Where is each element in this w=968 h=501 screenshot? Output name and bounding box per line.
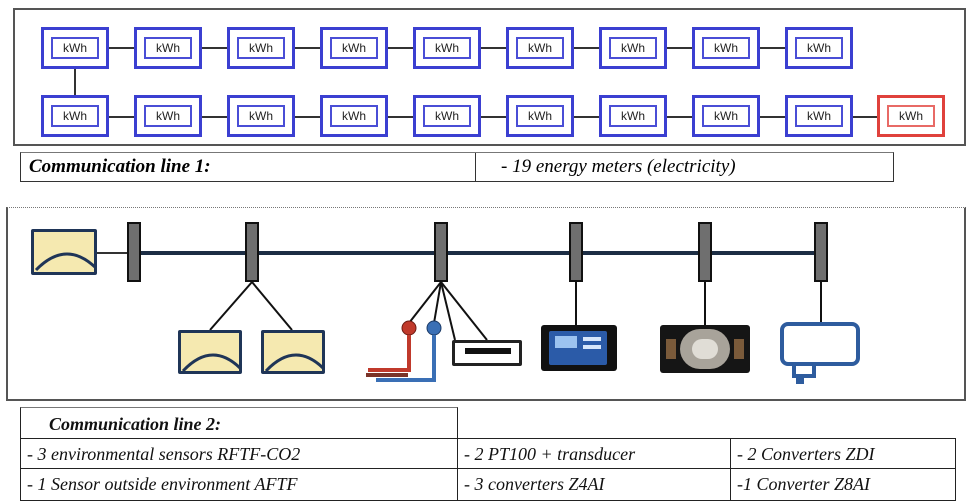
energy-meter: kWh xyxy=(227,27,295,69)
table-cell: - 2 Converters ZDI xyxy=(730,438,956,469)
energy-meter: kWh xyxy=(692,27,760,69)
energy-meter: kWh xyxy=(599,27,667,69)
bus-coupler xyxy=(569,222,583,282)
converter-z4ai-icon xyxy=(660,325,750,373)
energy-meter: kWh xyxy=(506,95,574,137)
energy-meter: kWh xyxy=(692,95,760,137)
meter-connector xyxy=(109,47,134,49)
energy-meter: kWh xyxy=(134,27,202,69)
meter-connector xyxy=(853,116,877,118)
caption-description: - 19 energy meters (electricity) xyxy=(501,156,736,177)
meter-connector xyxy=(388,116,413,118)
bus-coupler xyxy=(127,222,141,282)
meter-connector xyxy=(481,47,506,49)
row-link-connector xyxy=(74,69,76,95)
meter-connector xyxy=(202,47,227,49)
bus-coupler xyxy=(814,222,828,282)
energy-meter: kWh xyxy=(320,27,388,69)
energy-meter: kWh xyxy=(785,95,853,137)
meter-connector xyxy=(667,47,692,49)
meter-connector xyxy=(481,116,506,118)
energy-meter: kWh xyxy=(41,27,109,69)
energy-meter: kWh xyxy=(413,27,481,69)
transducer-icon xyxy=(452,340,522,366)
energy-meter: kWh xyxy=(599,95,667,137)
meter-connector xyxy=(295,47,320,49)
pt100-probe-icon xyxy=(366,320,442,382)
bus-line xyxy=(135,251,825,255)
bus-coupler xyxy=(245,222,259,282)
energy-meter: kWh xyxy=(41,95,109,137)
meter-connector xyxy=(295,116,320,118)
caption-title: Communication line 1: xyxy=(21,153,476,181)
bus-coupler xyxy=(434,222,448,282)
meter-connector xyxy=(109,116,134,118)
energy-meter: kWh xyxy=(785,27,853,69)
table-cell: -1 Converter Z8AI xyxy=(730,468,956,501)
converter-zdi-icon xyxy=(541,325,617,371)
converter-z8ai-icon xyxy=(780,322,860,384)
meter-connector xyxy=(574,47,599,49)
energy-meter: kWh xyxy=(413,95,481,137)
communication-line-1-caption: Communication line 1: - 19 energy meters… xyxy=(20,152,894,182)
energy-meter: kWh xyxy=(320,95,388,137)
sensor-connector xyxy=(97,252,127,254)
outside-sensor-icon xyxy=(31,229,97,275)
table-title: Communication line 2: xyxy=(20,407,458,439)
environmental-sensor-icon xyxy=(178,330,242,374)
meter-connector xyxy=(574,116,599,118)
energy-meter: kWh xyxy=(506,27,574,69)
energy-meter: kWh xyxy=(227,95,295,137)
meter-connector xyxy=(667,116,692,118)
bus-coupler xyxy=(698,222,712,282)
meter-connector xyxy=(202,116,227,118)
energy-meter-highlighted: kWh xyxy=(877,95,945,137)
environmental-sensor-icon xyxy=(261,330,325,374)
table-cell: - 1 Sensor outside environment AFTF xyxy=(20,468,458,501)
energy-meter: kWh xyxy=(134,95,202,137)
table-cell: - 3 converters Z4AI xyxy=(457,468,731,501)
meter-connector xyxy=(388,47,413,49)
table-cell: - 3 environmental sensors RFTF-CO2 xyxy=(20,438,458,469)
table-cell: - 2 PT100 + transducer xyxy=(457,438,731,469)
meter-connector xyxy=(760,47,785,49)
meter-connector xyxy=(760,116,785,118)
